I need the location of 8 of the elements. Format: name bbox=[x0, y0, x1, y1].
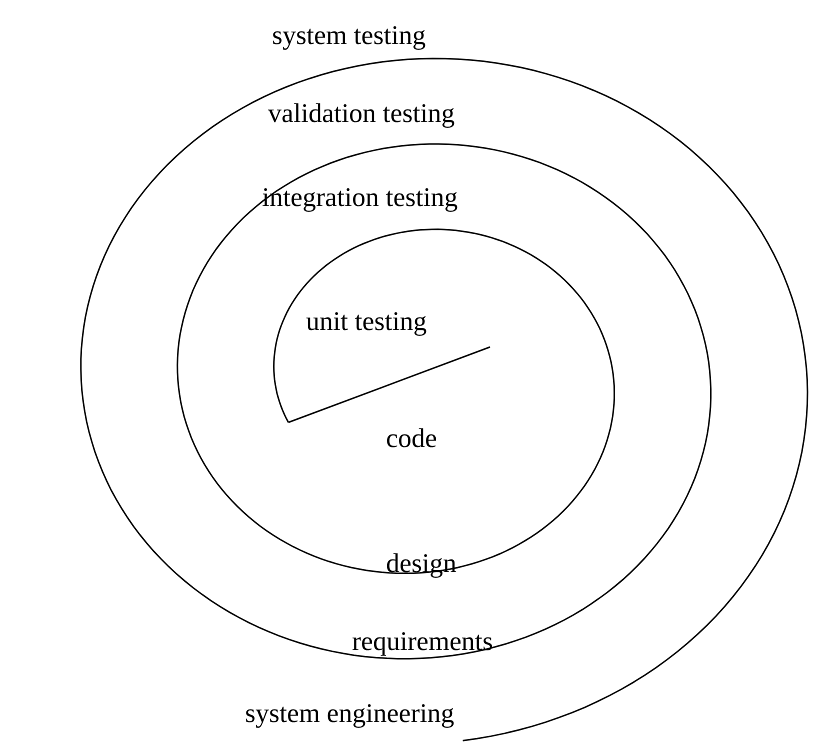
phase-label: system testing bbox=[272, 22, 426, 49]
phase-label: code bbox=[386, 425, 437, 452]
phase-label: requirements bbox=[352, 628, 493, 655]
phase-label: design bbox=[386, 550, 456, 577]
phase-label: integration testing bbox=[262, 184, 458, 211]
phase-label: validation testing bbox=[268, 100, 455, 127]
phase-label: unit testing bbox=[306, 308, 427, 335]
phase-label: system engineering bbox=[245, 700, 454, 727]
